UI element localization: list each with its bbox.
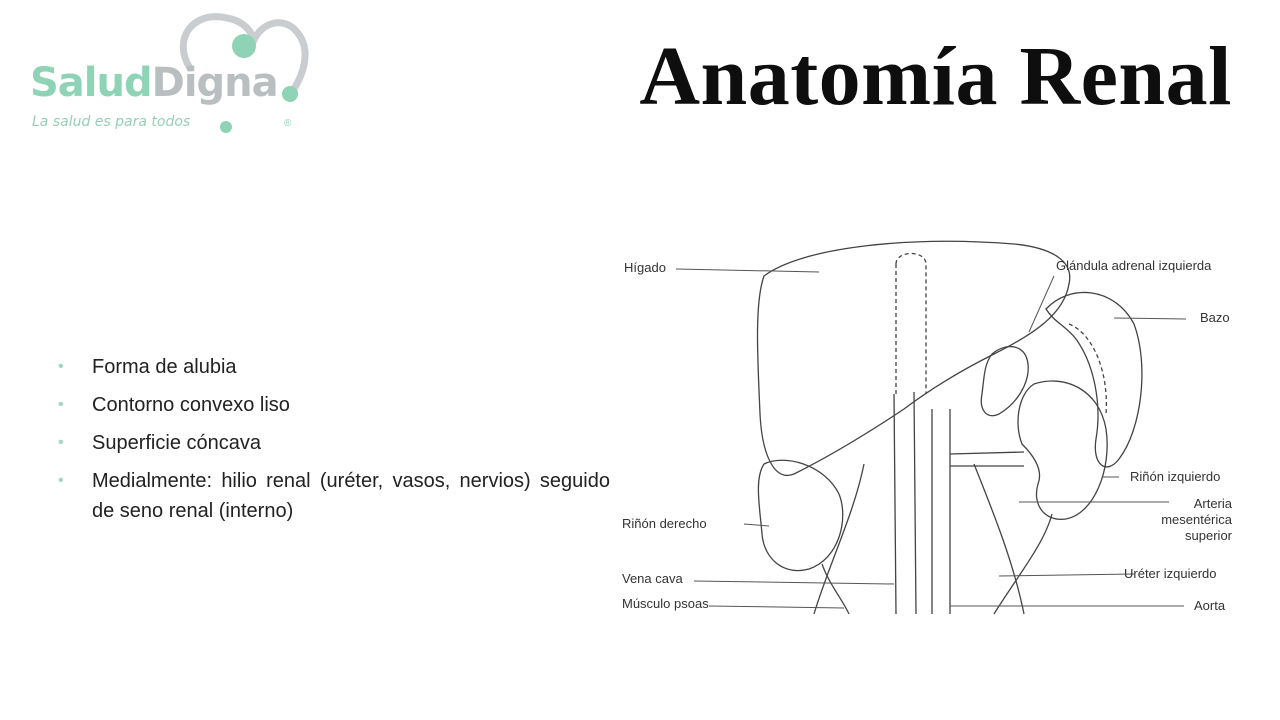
ureter-shape xyxy=(993,513,1053,615)
label-higado: Hígado xyxy=(624,260,666,275)
list-item: •Contorno convexo liso xyxy=(58,390,610,420)
label-aorta: Aorta xyxy=(1194,598,1226,613)
page-title: Anatomía Renal xyxy=(639,30,1232,123)
label-musculo-psoas: Músculo psoas xyxy=(622,596,709,611)
aorta-shape xyxy=(931,409,951,614)
label-arteria: Arteria xyxy=(1193,496,1232,511)
label-ureter-izquierdo: Uréter izquierdo xyxy=(1124,566,1217,581)
kidney-anatomy-diagram: Hígado Glándula adrenal izquierda Bazo R… xyxy=(614,214,1254,624)
bullet-icon: • xyxy=(58,358,64,375)
brand-logo: SaludDigna La salud es para todos ® xyxy=(22,10,312,140)
logo-registered-mark: ® xyxy=(284,118,292,129)
label-rinon-izquierdo: Riñón izquierdo xyxy=(1130,469,1221,484)
list-item: •Medialmente: hilio renal (uréter, vasos… xyxy=(58,466,610,526)
vena-cava-shape xyxy=(893,391,917,615)
list-item: •Forma de alubia xyxy=(58,352,610,382)
bullet-icon: • xyxy=(58,396,64,413)
spleen-shape xyxy=(1045,291,1143,468)
anatomy-illustration xyxy=(675,240,1187,615)
label-rinon-derecho: Riñón derecho xyxy=(622,516,707,531)
list-item: •Superficie cóncava xyxy=(58,428,610,458)
label-superior: superior xyxy=(1185,528,1232,543)
logo-heart-icon xyxy=(179,13,309,133)
liver-shape xyxy=(756,240,1071,476)
label-mesenterica: mesentérica xyxy=(1161,512,1232,527)
bullet-icon: • xyxy=(58,434,64,451)
bullet-list: •Forma de alubia •Contorno convexo liso … xyxy=(58,352,610,534)
logo-wordmark: SaludDigna xyxy=(30,60,279,106)
adrenal-gland-shape xyxy=(980,345,1029,417)
logo-tagline: La salud es para todos xyxy=(32,114,191,130)
bullet-icon: • xyxy=(58,472,64,489)
psoas-muscle-shape xyxy=(813,463,1025,615)
label-vena-cava: Vena cava xyxy=(622,571,683,586)
left-kidney-shape xyxy=(1017,380,1108,520)
right-kidney-shape xyxy=(757,459,844,572)
label-bazo: Bazo xyxy=(1200,310,1230,325)
mesenteric-artery-shape xyxy=(949,451,1025,467)
label-glandula-adrenal: Glándula adrenal izquierda xyxy=(1056,258,1212,273)
